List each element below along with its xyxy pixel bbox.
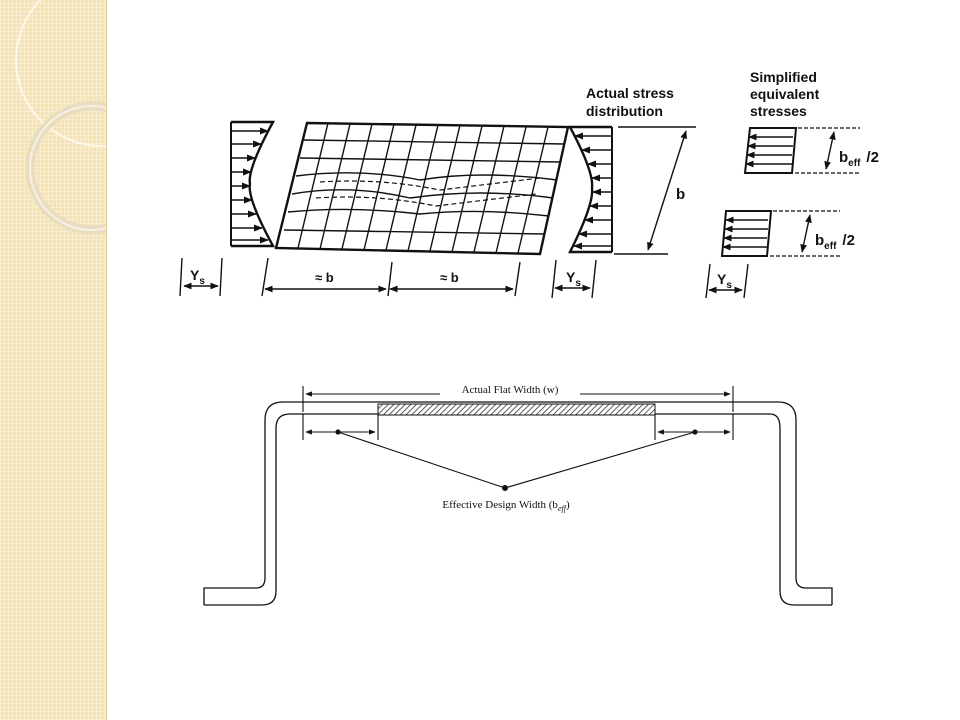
right-stress-profile <box>568 125 613 254</box>
beff-upper-half: /2 <box>866 149 879 166</box>
actual-stress-line-2: distribution <box>586 103 663 119</box>
ys-left-symbol: Y <box>190 267 200 283</box>
beff-lower-subscript: eff <box>824 241 837 252</box>
actual-stress-label: Actual stress distribution <box>586 85 678 119</box>
beff-lower-half: /2 <box>842 232 855 249</box>
leader-dot-right <box>692 429 698 435</box>
effective-design-width-close: ) <box>566 499 570 511</box>
leader-dot-left <box>335 429 341 435</box>
simplified-line-1: Simplified <box>750 69 817 85</box>
decorative-rings <box>15 0 106 235</box>
ineffective-hatched-zone <box>377 403 656 416</box>
ys-right-symbol: Y <box>717 271 727 287</box>
approx-b-left-label: ≈ b <box>315 270 334 285</box>
beff-upper-subscript: eff <box>848 158 861 169</box>
effective-design-width-text: Effective Design Width (b <box>442 499 558 511</box>
approx-b-dimensions <box>261 257 521 297</box>
b-dimension <box>614 126 696 255</box>
ys-label-right: Ys <box>717 271 732 291</box>
top-stress-diagram <box>179 120 860 299</box>
leader-dot-center <box>502 485 508 491</box>
ys-middle-symbol: Y <box>566 269 576 285</box>
simplified-line-2: equivalent <box>750 86 820 102</box>
b-label: b <box>676 186 685 203</box>
effective-design-width-label: Effective Design Width (beff) <box>442 499 570 513</box>
ys-dimension-left <box>179 257 223 297</box>
decorative-side-strip <box>0 0 107 720</box>
simplified-lower-block <box>720 210 840 257</box>
effective-width-dimensions <box>302 414 734 440</box>
leader-lines <box>337 431 696 489</box>
beff-upper-label: beff/2 <box>839 149 879 169</box>
buckled-plate-grid <box>274 121 570 256</box>
ring-large <box>15 0 106 147</box>
ys-dimension-middle <box>551 259 597 299</box>
beff-lower-symbol: b <box>815 232 824 249</box>
simplified-label: Simplified equivalent stresses <box>750 69 823 119</box>
beff-upper-symbol: b <box>839 149 848 166</box>
bottom-effective-width-diagram <box>203 386 833 606</box>
effective-design-width-sub: eff <box>558 504 568 513</box>
ys-middle-subscript: s <box>575 278 581 289</box>
flat-width-label-background <box>440 382 580 396</box>
beff-lower-label: beff/2 <box>815 232 855 252</box>
section-outer-outline <box>203 401 833 605</box>
ring-thick-highlight <box>29 105 106 231</box>
ys-dimension-right <box>705 263 749 299</box>
ys-label-middle: Ys <box>566 269 581 289</box>
top-diagram-labels: Actual stress distribution Simplified eq… <box>190 69 879 291</box>
simplified-line-3: stresses <box>750 103 807 119</box>
ys-right-subscript: s <box>726 280 732 291</box>
bottom-diagram-labels: Actual Flat Width (w) Effective Design W… <box>440 382 580 513</box>
simplified-upper-block <box>743 127 860 174</box>
actual-flat-width-label: Actual Flat Width (w) <box>462 384 559 396</box>
ys-left-subscript: s <box>199 276 205 287</box>
approx-b-right-label: ≈ b <box>440 270 459 285</box>
ys-label-left: Ys <box>190 267 205 287</box>
actual-stress-line-1: Actual stress <box>586 85 674 101</box>
left-stress-profile <box>230 120 276 248</box>
